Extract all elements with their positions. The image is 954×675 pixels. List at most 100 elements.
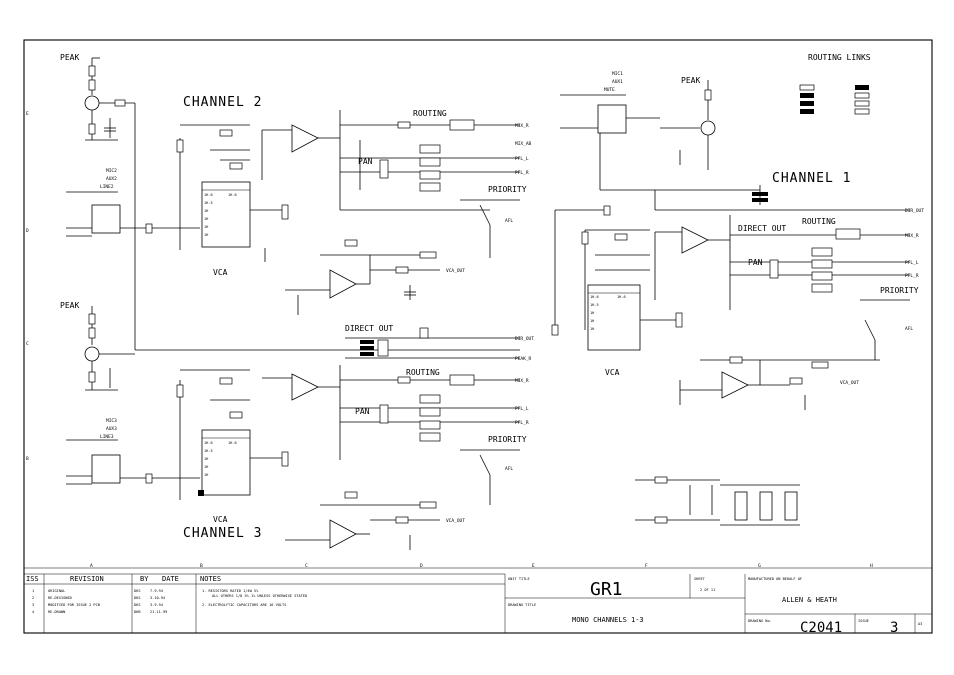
svg-text:A: A (90, 563, 93, 569)
svg-text:7-9-94: 7-9-94 (150, 589, 163, 593)
notes-header: NOTES (200, 575, 221, 583)
svg-text:LINE2: LINE2 (100, 184, 114, 190)
svg-text:DKB: DKB (134, 610, 141, 614)
svg-text:ISSUE: ISSUE (858, 619, 869, 623)
svg-text:PFL_L: PFL_L (515, 156, 529, 162)
svg-text:DKS: DKS (134, 596, 141, 600)
svg-text:RE-DESIGNED: RE-DESIGNED (48, 596, 72, 600)
svg-text:3-9-94: 3-9-94 (150, 603, 163, 607)
date-header: DATE (162, 575, 179, 583)
drawing-frame (23, 39, 933, 634)
svg-text:1H: 1H (590, 319, 594, 323)
svg-text:2. ELECTROLYTIC CAPACITORS ARE: 2. ELECTROLYTIC CAPACITORS ARE 16 VOLTS (202, 603, 286, 607)
svg-text:1H: 1H (204, 457, 208, 461)
title-block: ISS REVISION BY DATE NOTES 1 ORIGINAL DK… (24, 573, 932, 636)
channel-1-title: CHANNEL 1 (772, 171, 851, 186)
vca-label-ch1: VCA (605, 368, 620, 377)
priority-label-ch2: PRIORITY (488, 185, 527, 194)
routing-label-ch3: ROUTING (406, 368, 440, 377)
svg-text:1H: 1H (204, 233, 208, 237)
svg-text:MIX_AB: MIX_AB (515, 141, 532, 147)
svg-text:D: D (420, 563, 423, 569)
pan-label-ch2: PAN (358, 157, 373, 166)
svg-text:B: B (26, 456, 29, 462)
svg-text:VCA_OUT: VCA_OUT (446, 268, 465, 274)
sheet-size: A3 (918, 622, 922, 626)
direct-out-section: DIRECT OUT DIR_OUT PEAK_R (135, 324, 534, 362)
svg-text:MODIFIED FOR ISSUE 2 PCB: MODIFIED FOR ISSUE 2 PCB (48, 603, 100, 607)
svg-text:AFL: AFL (505, 466, 513, 472)
svg-text:1H: 1H (590, 327, 594, 331)
svg-text:E: E (532, 563, 535, 569)
direct-out-label: DIRECT OUT (345, 324, 393, 333)
sheet-number: 2 OF 11 (700, 588, 715, 592)
svg-text:1H-5: 1H-5 (590, 303, 599, 307)
svg-text:UNIT TITLE: UNIT TITLE (508, 577, 530, 581)
svg-text:4: 4 (32, 610, 34, 614)
company-name: ALLEN & HEATH (782, 596, 837, 604)
svg-text:D: D (26, 228, 29, 234)
channel-3-title: CHANNEL 3 (183, 526, 262, 541)
svg-text:DRAWING TITLE: DRAWING TITLE (508, 603, 536, 607)
svg-text:1H: 1H (204, 465, 208, 469)
svg-text:1H: 1H (590, 311, 594, 315)
svg-text:ALL OTHERS 1/8 5% 1% UNLESS OT: ALL OTHERS 1/8 5% 1% UNLESS OTHERWISE ST… (212, 594, 307, 598)
svg-text:AFL: AFL (505, 218, 513, 224)
direct-out-label-ch1: DIRECT OUT (738, 224, 786, 233)
unit-title: GR1 (590, 579, 623, 600)
svg-text:DKS: DKS (134, 603, 141, 607)
svg-text:AUX2: AUX2 (106, 176, 117, 182)
vca-label-ch2: VCA (213, 268, 228, 277)
svg-text:2: 2 (32, 596, 34, 600)
drawing-number: C2041 (800, 620, 842, 636)
channel-3-circuit: CHANNEL 3 PEAK MIC3 AUX3 LINE3 1H-6 1H-6… (60, 301, 529, 550)
routing-label-ch2: ROUTING (413, 109, 447, 118)
svg-text:VCA_OUT: VCA_OUT (446, 518, 465, 524)
svg-text:PFL_R: PFL_R (905, 273, 919, 279)
channel-2-circuit: CHANNEL 2 PEAK MIC2 AUX2 LINE2 (60, 53, 532, 350)
svg-text:DKS: DKS (134, 589, 141, 593)
svg-text:MANUFACTURED ON BEHALF OF: MANUFACTURED ON BEHALF OF (748, 577, 802, 581)
routing-links-title: ROUTING LINKS (808, 53, 871, 62)
svg-text:MIX_R: MIX_R (515, 378, 529, 384)
svg-text:PFL_R: PFL_R (515, 420, 529, 426)
svg-text:MIX_R: MIX_R (515, 123, 529, 129)
svg-text:ORIGINAL: ORIGINAL (48, 589, 65, 593)
routing-links-legend: ROUTING LINKS (799, 53, 871, 115)
svg-text:1H-6: 1H-6 (204, 441, 213, 445)
svg-text:1H-6: 1H-6 (590, 295, 599, 299)
svg-text:PFL_R: PFL_R (515, 170, 529, 176)
priority-label-ch1: PRIORITY (880, 286, 919, 295)
svg-text:DIR_OUT: DIR_OUT (905, 208, 924, 214)
svg-text:F: F (645, 563, 648, 569)
svg-text:MIC3: MIC3 (106, 418, 117, 424)
issue-number: 3 (890, 620, 898, 636)
svg-text:3-10-94: 3-10-94 (150, 596, 165, 600)
svg-text:MIC2: MIC2 (106, 168, 117, 174)
supply-decoupling (635, 476, 800, 526)
channel-2-title: CHANNEL 2 (183, 95, 262, 110)
svg-text:PEAK_R: PEAK_R (515, 356, 532, 362)
svg-text:MUTE: MUTE (604, 87, 615, 93)
channel-1-circuit: CHANNEL 1 PEAK MIC1 AUX1 MUTE DIR_OUT (551, 71, 924, 410)
pan-label-ch3: PAN (355, 407, 370, 416)
svg-text:1H-5: 1H-5 (204, 449, 213, 453)
svg-text:21-11-99: 21-11-99 (150, 610, 167, 614)
grid-labels: A B C D E F G H E D C B (26, 111, 873, 569)
svg-text:LINE3: LINE3 (100, 434, 114, 440)
priority-label-ch3: PRIORITY (488, 435, 527, 444)
svg-text:C: C (26, 341, 29, 347)
svg-text:1H: 1H (204, 209, 208, 213)
svg-text:1H-6: 1H-6 (228, 193, 237, 197)
svg-text:C: C (305, 563, 308, 569)
svg-text:1: 1 (32, 589, 34, 593)
iss-header: ISS (26, 575, 39, 583)
svg-text:3: 3 (32, 603, 34, 607)
vca-label-ch3: VCA (213, 515, 228, 524)
svg-text:RE-DRAWN: RE-DRAWN (48, 610, 65, 614)
peak-label-ch3: PEAK (60, 301, 79, 310)
svg-text:1. RESISTORS RATED 1/4W 5%: 1. RESISTORS RATED 1/4W 5% (202, 589, 259, 593)
svg-text:B: B (200, 563, 203, 569)
svg-text:1H-6: 1H-6 (204, 193, 213, 197)
